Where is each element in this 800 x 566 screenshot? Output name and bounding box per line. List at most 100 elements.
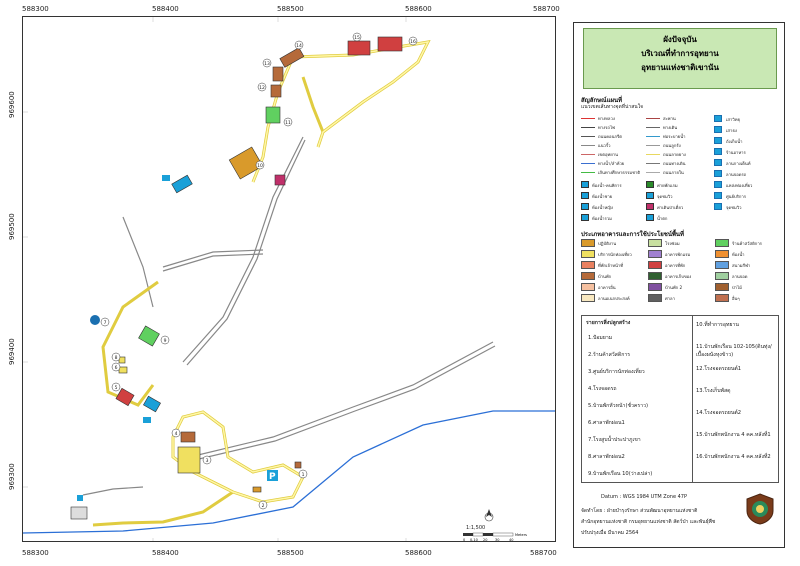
legend-line-label: ถนนคอนกรีต <box>598 134 622 139</box>
building-list-item: 1.ป้อมยาม <box>588 335 613 341</box>
legend-line-label: ถนนภายใน <box>663 170 684 175</box>
legend-line-label: ถนนลูกรัง <box>663 143 681 148</box>
building-2 <box>252 486 262 493</box>
building-list-item: 5.บ้านพักหัวหน้า(ชั่วคราว) <box>588 403 649 409</box>
legend-point-label: จุดชมวิว <box>726 205 742 210</box>
landuse-swatch <box>581 250 595 258</box>
map-label-16: 16 <box>410 39 416 45</box>
buildings-divider <box>692 316 693 482</box>
viewpoint-icon <box>714 203 722 210</box>
label-14 <box>294 40 304 50</box>
toilet-icon-3 <box>77 495 83 501</box>
legend-line-label: ท่อระบายน้ำ <box>663 134 686 139</box>
scale-tick: 20 <box>483 538 487 542</box>
building-list-item: 13.โรงเก็บพัสดุ <box>696 388 731 394</box>
label-3 <box>202 455 212 465</box>
grid-ticks <box>23 17 407 541</box>
title-line-2: บริเวณที่ทำการอุทยาน <box>641 49 719 58</box>
antenna-icon <box>714 115 722 122</box>
landuse-swatch <box>648 294 662 302</box>
legend-point-label: ถังเก็บน้ำ <box>726 139 743 144</box>
legend-panel: ผังปัจจุบัน บริเวณที่ทำการอุทยาน อุทยานแ… <box>573 22 785 548</box>
building-list-item: 4.โรงจอดรถ <box>588 386 617 392</box>
landuse-swatch <box>581 283 595 291</box>
landuse-label: บ้านพัก 2 <box>665 285 683 290</box>
label-15 <box>352 32 362 42</box>
landuse-swatch <box>715 294 729 302</box>
landuse-label: ห้องน้ำ <box>732 252 745 257</box>
scale-tick: 40 <box>509 538 513 542</box>
landuse-label: ร้านค้าสวัสดิการ <box>732 241 762 246</box>
label-circles <box>100 32 418 510</box>
map-label-7: 7 <box>104 320 107 326</box>
walking-paths <box>82 136 496 496</box>
legend-point-label: ลานจอดรถ <box>726 172 747 177</box>
label-2 <box>258 500 268 510</box>
legend-line-swatch <box>581 118 595 119</box>
tank-icon <box>714 137 722 144</box>
facility-label: ค่ายพักแรม <box>657 183 678 188</box>
legend-line-swatch <box>646 163 660 164</box>
label-4 <box>171 428 181 438</box>
map-label-4: 4 <box>175 431 178 437</box>
legend-line-swatch <box>646 172 660 173</box>
map-canvas[interactable]: P <box>22 16 556 542</box>
title-line-1: ผังปัจจุบัน <box>663 35 697 44</box>
title-box: ผังปัจจุบัน บริเวณที่ทำการอุทยาน อุทยานแ… <box>583 28 777 89</box>
coord-top-4: 588600 <box>405 5 432 13</box>
service-icon <box>714 192 722 199</box>
map-label-1: 1 <box>302 472 305 478</box>
legend-line-label: แนวรั้ว <box>598 143 611 148</box>
legend-line-label: ทางน้ำ/ลำห้วย <box>598 161 625 166</box>
map-svg: P <box>23 17 555 542</box>
landuse-swatch <box>581 294 595 302</box>
legend-line-label: สะพาน <box>663 116 676 121</box>
landuse-swatch <box>715 283 729 291</box>
toilet-icon-2 <box>143 417 151 423</box>
label-9 <box>160 335 170 345</box>
legend-line-swatch <box>646 127 660 128</box>
landuse-label: อื่นๆ <box>732 296 740 301</box>
legend-point-label: เสาวิทยุ <box>726 117 740 122</box>
landuse-label: ลานจอด <box>732 274 748 279</box>
landuse-label: บ้านพัก <box>598 274 612 279</box>
landuse-label: สนามกีฬา <box>732 263 751 268</box>
attraction-icon <box>714 181 722 188</box>
building-1 <box>294 461 302 469</box>
scale-bar <box>463 532 514 537</box>
legend-line-label: ทางรถไฟ <box>598 125 616 130</box>
map-label-10: 10 <box>257 163 263 169</box>
landuse-label: ที่พักเจ้าหน้าที่ <box>598 263 624 268</box>
building-12 <box>270 84 282 98</box>
building-service <box>274 174 286 186</box>
building-10 <box>228 146 264 180</box>
park-logo-icon <box>745 493 775 525</box>
building-list-item: 16.บ้านพักพนักงาน 4 คค.หลังที่2 <box>696 454 771 460</box>
landuse-label: โรงซ่อม <box>665 241 680 246</box>
landuse-swatch <box>648 239 662 247</box>
footer: Datum : WGS 1984 UTM Zone 47P จัดทำโดย :… <box>581 491 779 543</box>
restaurant-icon <box>714 148 722 155</box>
flag-icon <box>714 126 722 133</box>
parking-icon <box>714 170 722 177</box>
facility-icon <box>646 181 654 188</box>
label-8 <box>111 352 121 362</box>
legend-line-swatch <box>646 136 660 137</box>
building-14 <box>279 47 305 68</box>
building-11 <box>265 106 281 124</box>
footer-datum: Datum : WGS 1984 UTM Zone 47P <box>601 494 687 500</box>
building-parking-top <box>171 174 193 194</box>
map-label-5: 5 <box>115 385 118 391</box>
landuse-swatch <box>648 250 662 258</box>
coord-top-2: 588400 <box>152 5 179 13</box>
landuse-label: ลานอเนกประสงค์ <box>598 296 630 301</box>
landuse-label: อาคารเก็บของ <box>665 274 692 279</box>
building-bottom-left <box>70 506 88 520</box>
label-13 <box>262 58 272 68</box>
scale-unit: Meters <box>515 533 527 537</box>
legend-line-label: ทางเดิน <box>663 125 678 130</box>
scale-tick: 0 <box>463 538 465 542</box>
scale-ratio: 1:1,500 <box>466 525 485 531</box>
